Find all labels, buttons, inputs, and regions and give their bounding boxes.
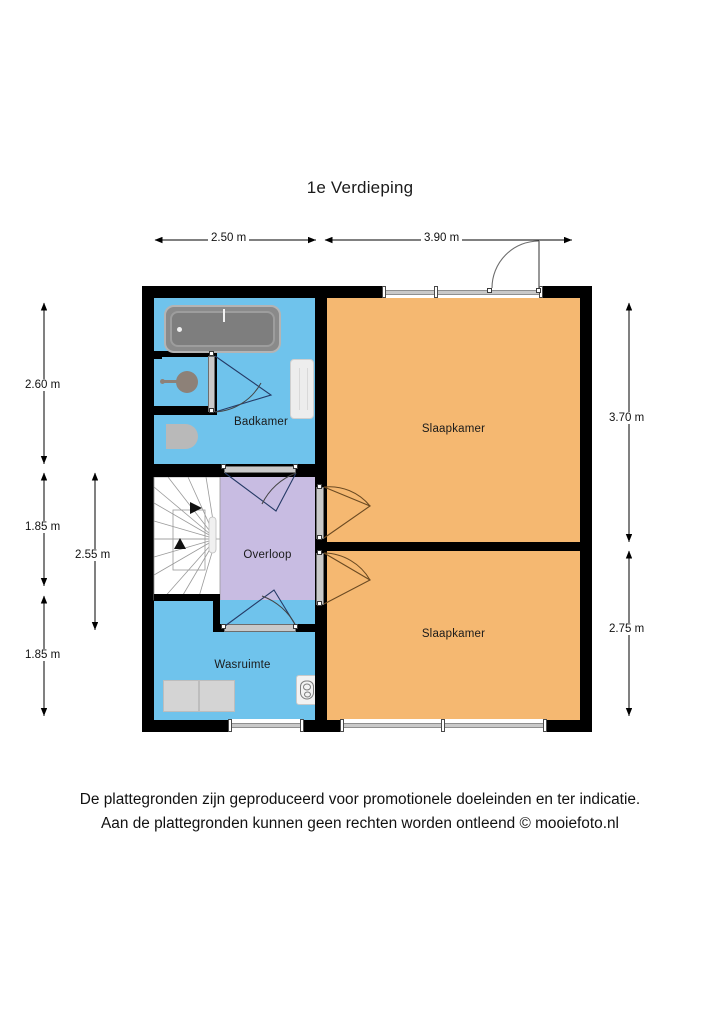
dimension-left-inner-1: 2.55 m: [72, 549, 114, 561]
dimension-left-3: 1.85 m: [22, 649, 64, 661]
door-arc-badkamer: [224, 472, 297, 512]
room-label-slaapkamer-1: Slaapkamer: [421, 423, 486, 435]
wall-stair-wasruimte: [154, 594, 220, 601]
dimension-right-2: 2.75 m: [606, 623, 648, 635]
room-label-badkamer: Badkamer: [233, 416, 288, 428]
staircase-icon: [153, 476, 221, 601]
radiator-icon: [290, 359, 314, 419]
room-label-wasruimte: Wasruimte: [214, 659, 271, 671]
footer-line-2: Aan de plattegronden kunnen geen rechten…: [101, 815, 619, 832]
staircase-treads: [153, 476, 221, 601]
wall-wasruimte-right-stub: [213, 600, 220, 630]
wall-basin-closet-top: [154, 351, 217, 357]
door-jamb-sk1-a: [317, 484, 322, 489]
footer-disclaimer: De plattegronden zijn geproduceerd voor …: [0, 788, 720, 836]
door-balcony-arc: [491, 240, 540, 289]
dimension-right-1: 3.70 m: [606, 412, 648, 424]
room-slaapkamer-1: [327, 298, 580, 542]
page-title: 1e Verdieping: [306, 178, 414, 197]
door-arc-basin-closet: [214, 355, 273, 413]
dimension-left-1: 2.60 m: [22, 379, 64, 391]
washbasin-icon: [160, 357, 210, 405]
door-jamb-sk2-a: [317, 550, 322, 555]
door-jamb-wasruimte-b: [293, 624, 298, 629]
wall-basin-closet-bottom: [154, 406, 216, 415]
door-jamb-sk1-b: [317, 535, 322, 540]
door-jamb-wasruimte-a: [221, 624, 226, 629]
window-bedroom-bottom: [340, 719, 547, 732]
room-label-overloop: Overloop: [243, 549, 292, 561]
door-leaf-badkamer: [224, 466, 296, 473]
bathtub-icon: [164, 305, 281, 353]
window-wasruimte: [228, 719, 304, 732]
door-jamb-balcony-a: [487, 288, 492, 293]
door-jamb-basin-a: [209, 351, 214, 356]
dimension-top-left: 2.50 m: [208, 232, 250, 244]
washing-machine-icon: [163, 680, 199, 712]
wasruimte-toilet-icon: [296, 675, 318, 705]
door-jamb-sk2-b: [317, 601, 322, 606]
wall-between-bedrooms: [315, 542, 592, 551]
door-arc-slaapkamer-1: [323, 486, 372, 539]
door-arc-slaapkamer-2: [323, 552, 372, 605]
dryer-icon: [199, 680, 235, 712]
door-jamb-basin-b: [209, 408, 214, 413]
bathroom-toilet-icon: [166, 424, 198, 449]
dimension-left-2: 1.85 m: [22, 521, 64, 533]
door-jamb-badkamer-a: [221, 464, 226, 469]
door-jamb-badkamer-b: [293, 464, 298, 469]
door-jamb-balcony-b: [536, 288, 541, 293]
footer-line-1: De plattegronden zijn geproduceerd voor …: [79, 791, 641, 808]
room-label-slaapkamer-2: Slaapkamer: [421, 628, 486, 640]
door-arc-wasruimte: [224, 589, 297, 627]
window-bedroom-top: [382, 286, 543, 298]
dimension-top-right: 3.90 m: [421, 232, 463, 244]
